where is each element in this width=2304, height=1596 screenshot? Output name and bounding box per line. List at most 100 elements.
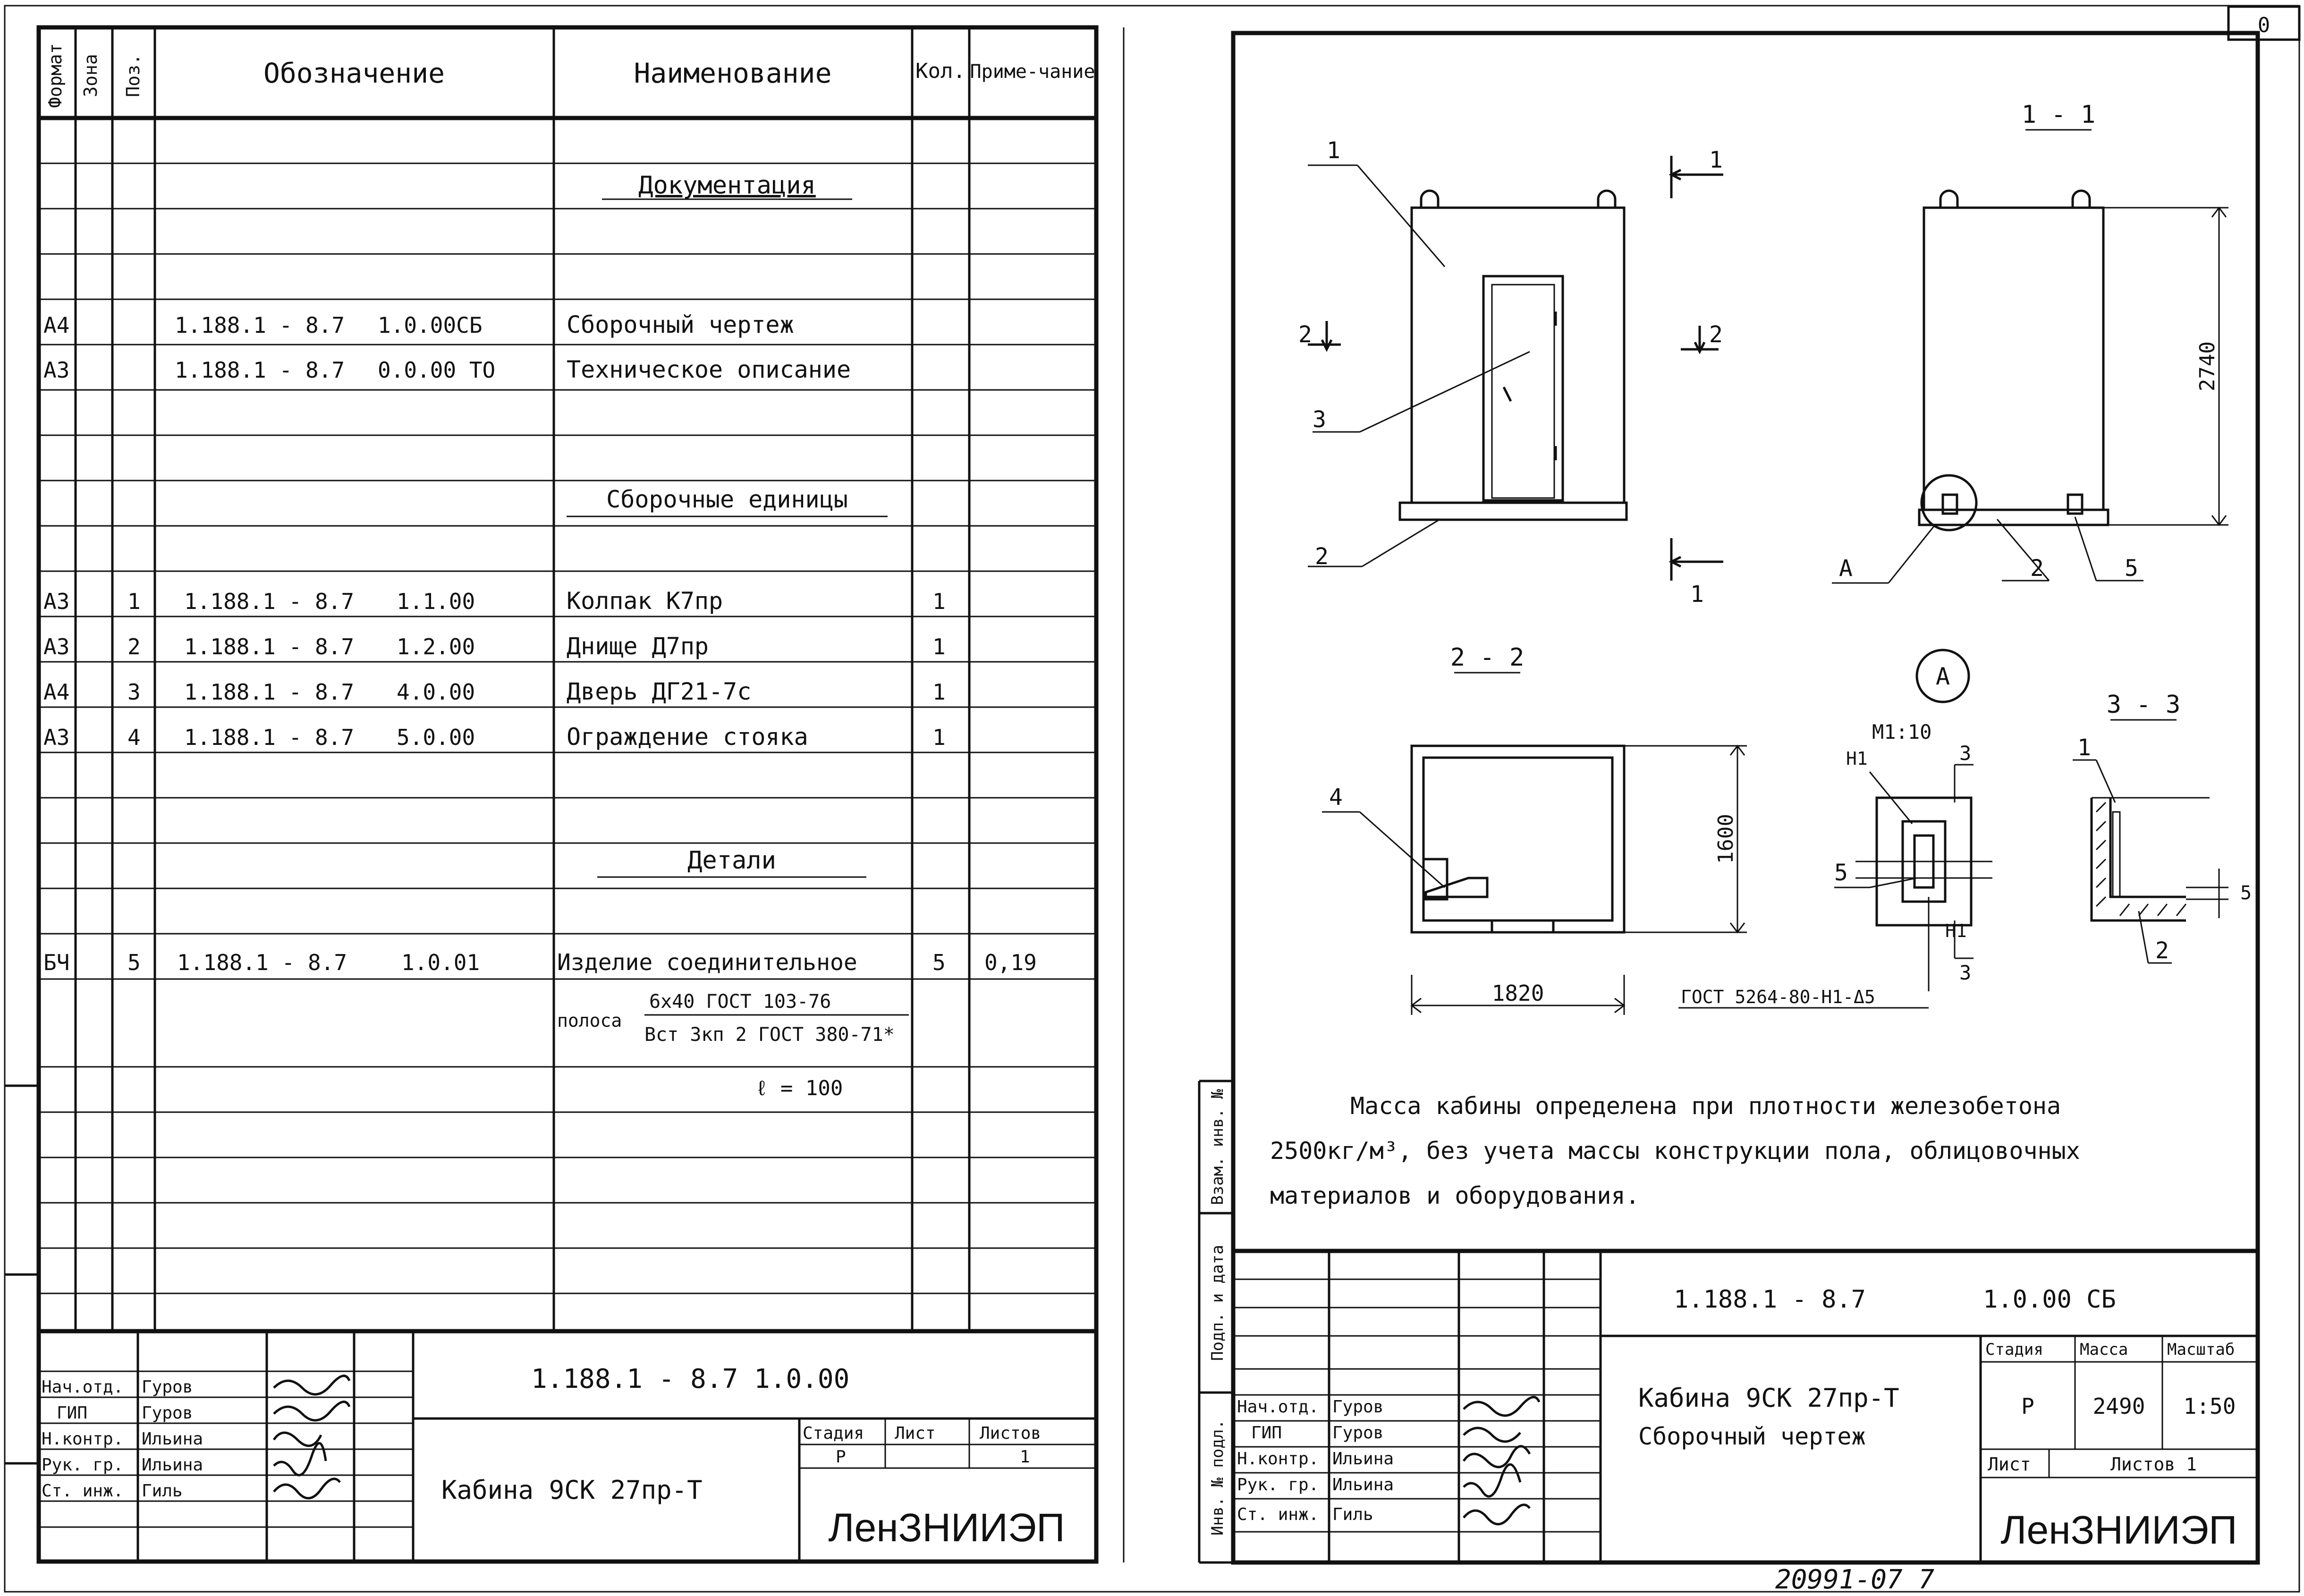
mass-value: 2490 — [2093, 1393, 2145, 1419]
dim-depth: 1600 — [1714, 814, 1738, 864]
right-title-roles: Нач.отд. ГИП Н.контр. Рук. гр. Ст. инж. … — [1237, 1397, 1394, 1524]
role: Рук. гр. — [42, 1455, 123, 1475]
stage-value: Р — [2021, 1393, 2034, 1419]
cell-name: Колпак К7пр — [567, 587, 723, 615]
strip-line1: 6х40 ГОСТ 103-76 — [649, 991, 831, 1013]
role: Нач.отд. — [42, 1377, 123, 1397]
right-title-code: 1.188.1 - 8.7 — [1674, 1285, 1866, 1314]
left-title-code: 1.188.1 - 8.7 1.0.00 — [531, 1364, 849, 1394]
cell-pos: 5 — [127, 950, 141, 975]
left-title-name: Кабина 9СК 27пр-Т — [441, 1475, 703, 1505]
name: Ильина — [142, 1429, 203, 1449]
name: Ильина — [1332, 1475, 1394, 1495]
section-label-2-2: 2 - 2 — [1450, 643, 1525, 672]
cell-qty: 1 — [932, 589, 946, 614]
cell-code: 1.188.1 - 8.7 — [175, 312, 345, 338]
role: Н.контр. — [42, 1429, 123, 1449]
stage-header: Стадия — [1985, 1340, 2043, 1359]
role: Ст. инж. — [42, 1481, 123, 1501]
role: Н.контр. — [1237, 1449, 1319, 1469]
callout-a-ref: А — [1839, 555, 1853, 582]
cell-pos: 4 — [127, 725, 141, 750]
cell-sub: 4.0.00 — [397, 679, 475, 705]
cell-pos: 3 — [127, 679, 141, 705]
section-1-1-view — [1918, 189, 2228, 532]
cell-name: Ограждение стояка — [567, 723, 808, 751]
leader-lines — [2073, 759, 2172, 964]
callout-a-circle — [1915, 649, 1970, 703]
table-row: БЧ 5 1.188.1 - 8.7 1.0.01 Изделие соедин… — [43, 949, 1037, 976]
leader-lines — [1832, 516, 2143, 584]
left-title-block — [39, 1329, 1096, 1562]
cell-name: Изделие соединительное — [557, 949, 857, 976]
cell-sub: 0.0.00 ТО — [378, 357, 495, 383]
cell-qty: 5 — [932, 950, 946, 975]
cell-note: 0,19 — [984, 950, 1037, 975]
note-line: Масса кабины определена при плотности же… — [1350, 1092, 2061, 1120]
name: Гуров — [1332, 1397, 1383, 1417]
section-docs: Документация — [638, 171, 816, 200]
left-title-roles: Нач.отд. ГИП Н.контр. Рук. гр. Ст. инж. … — [42, 1377, 203, 1501]
header-name: Наименование — [634, 57, 831, 89]
strip-line2: Вст 3кп 2 ГОСТ 380-71* — [644, 1024, 895, 1046]
table-row: А3 4 1.188.1 - 8.7 5.0.00 Ограждение сто… — [43, 723, 946, 751]
stage-header: Стадия — [803, 1424, 864, 1443]
cell-name: Техническое описание — [567, 356, 851, 383]
cell-sub: 5.0.00 — [397, 725, 475, 750]
front-view — [1398, 189, 1628, 521]
corner-label: 0 — [2258, 13, 2270, 37]
cell-format: А3 — [43, 634, 69, 659]
cell-qty: 1 — [932, 679, 946, 705]
header-designation: Обозначение — [263, 57, 445, 89]
cell-sub: 1.0.00СБ — [378, 312, 483, 338]
cut-mark: 3 — [1959, 742, 1971, 765]
weld-mark: Н1 — [1846, 748, 1868, 769]
right-title-block — [1198, 1080, 2258, 1564]
table-row: А3 2 1.188.1 - 8.7 1.2.00 Днище Д7пр 1 — [43, 633, 946, 660]
scale-value: 1:50 — [2184, 1393, 2236, 1419]
cell-format: А3 — [43, 357, 69, 383]
cell-qty: 1 — [932, 725, 946, 750]
section-label-1-1: 1 - 1 — [2022, 101, 2096, 129]
section-3-3-view — [2090, 797, 2228, 922]
cell-format: А3 — [43, 589, 69, 614]
note-line: материалов и оборудования. — [1270, 1182, 1640, 1209]
length-note: ℓ = 100 — [755, 1076, 843, 1100]
header-zone: Зона — [80, 54, 101, 97]
leader-label: 2 — [2030, 555, 2044, 582]
mass-header: Масса — [2080, 1340, 2128, 1359]
right-title-name: Кабина 9СК 27пр-Т — [1638, 1383, 1899, 1413]
right-title-desc: Сборочный чертеж — [1638, 1423, 1866, 1450]
cut-mark: 2 — [1298, 321, 1312, 348]
cell-code: 1.188.1 - 8.7 — [184, 634, 354, 659]
section-assemblies: Сборочные единицы — [606, 486, 848, 513]
leader-lines — [1834, 771, 1930, 991]
name: Гуров — [142, 1377, 193, 1397]
table-row: А4 1.188.1 - 8.7 1.0.00СБ Сборочный черт… — [43, 311, 794, 338]
name: Гуров — [142, 1403, 193, 1423]
side-label: Взам. инв. № — [1208, 1089, 1227, 1205]
leader-label: 3 — [1313, 406, 1326, 433]
name: Ильина — [1332, 1449, 1394, 1469]
cell-format: А4 — [43, 312, 69, 338]
role: ГИП — [1251, 1423, 1282, 1443]
cell-name: Сборочный чертеж — [567, 311, 794, 338]
sheet-header: Лист — [895, 1424, 936, 1443]
corner-box — [2227, 5, 2301, 41]
dim-weld: 5 — [2240, 882, 2252, 904]
sheet-header: Лист — [1988, 1454, 2031, 1475]
right-title-sub: 1.0.00 СБ — [1983, 1285, 2116, 1314]
cut-mark: 3 — [1959, 961, 1971, 984]
cut-mark: 1 — [1709, 147, 1723, 173]
role: Ст. инж. — [1237, 1505, 1319, 1524]
dim-height: 2740 — [2195, 341, 2219, 391]
cell-pos: 1 — [127, 589, 141, 614]
scale-header: Масштаб — [2167, 1340, 2235, 1359]
spec-table — [39, 27, 1096, 1331]
cell-sub: 1.0.01 — [401, 950, 480, 975]
leader-lines — [1308, 164, 1530, 567]
left-sheet-frame — [36, 25, 1099, 1564]
header-note: Приме-чание — [970, 61, 1095, 83]
cell-code: 1.188.1 - 8.7 — [177, 950, 347, 975]
